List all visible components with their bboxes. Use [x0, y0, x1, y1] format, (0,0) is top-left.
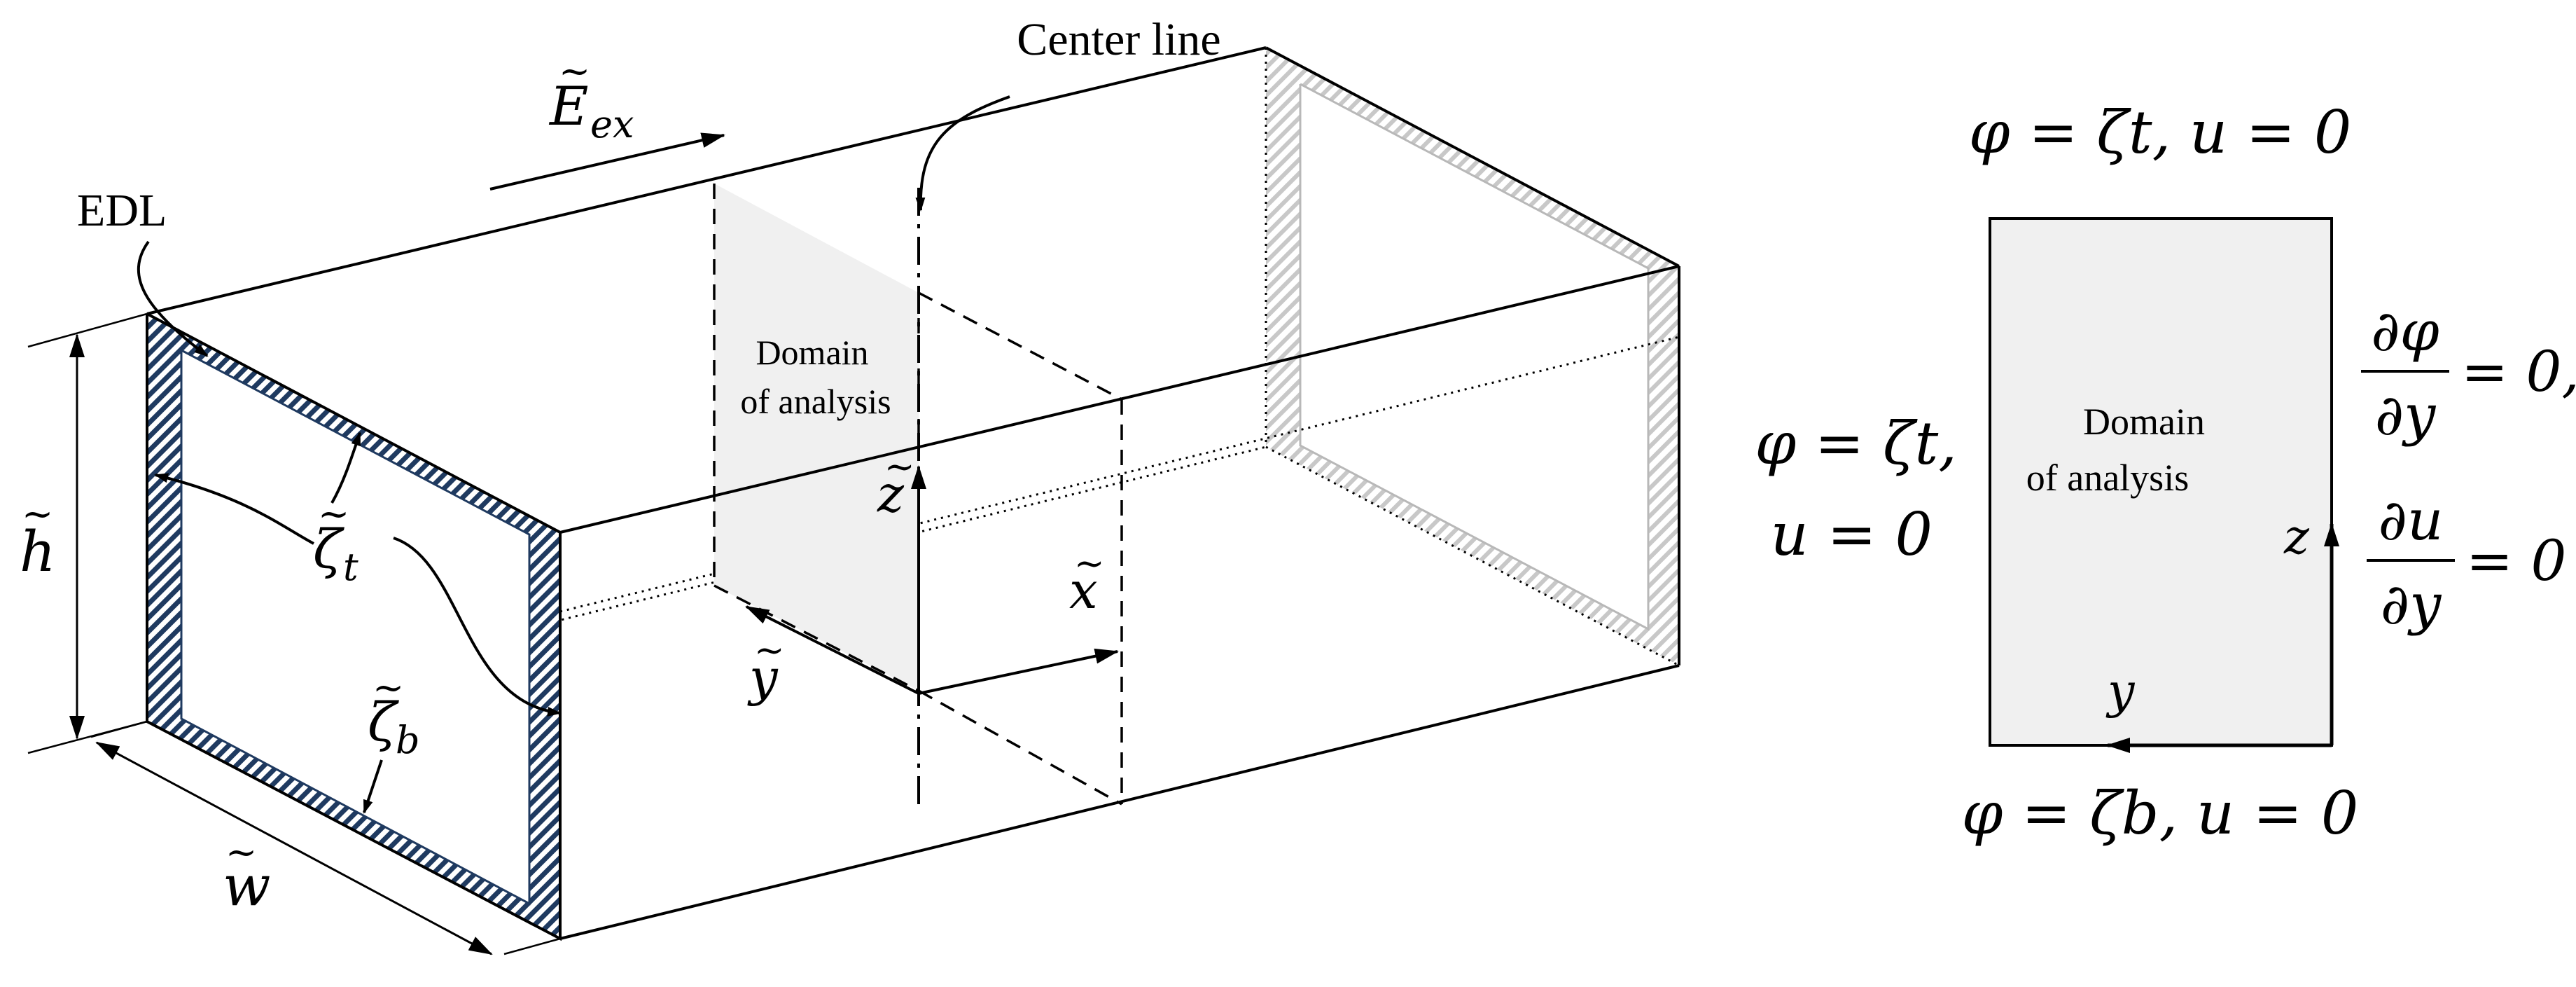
bc-top: φ = ζt, u = 0 — [1969, 98, 2352, 167]
domain-2d-z-label: z — [2283, 510, 2310, 565]
h-tilde: ~ — [22, 492, 53, 536]
edl-leader — [137, 240, 209, 357]
z-axis-label: z — [877, 464, 905, 523]
y-axis-tilde: ~ — [754, 630, 785, 672]
edl-label: EDL — [77, 185, 167, 236]
bc-right-dphi-rhs: = 0, — [2461, 339, 2576, 404]
bc-left-line1: φ = ζt, — [1755, 409, 1957, 478]
domain-2d-label-line2: of analysis — [2026, 457, 2189, 499]
domain-2d-rect — [1989, 217, 2333, 747]
bc-right-dphi-denominator: ∂y — [2375, 382, 2437, 448]
center-line-label: Center line — [1017, 14, 1220, 65]
h-extension-top — [27, 312, 148, 348]
zeta-t-subscript: t — [343, 545, 358, 589]
domain-2d-y-label: y — [2105, 664, 2136, 719]
x-axis-arrow — [918, 648, 1119, 695]
domain-2d: Domain of analysis z y φ = ζt, u = 0 φ =… — [1755, 98, 2576, 848]
domain-2d-label-line1: Domain — [2083, 401, 2205, 443]
center-line-leader — [915, 95, 1010, 212]
x-axis-tilde: ~ — [1074, 543, 1105, 585]
h-symbol: h — [20, 519, 56, 584]
front-edl-frame — [146, 312, 562, 941]
w-symbol: w — [223, 853, 270, 918]
top-left-edge — [146, 46, 1267, 315]
y-axis-label: y — [747, 648, 779, 707]
zeta-t-symbol: ζ — [313, 518, 344, 580]
hidden-center-line-edge — [559, 336, 1680, 613]
mid-plane-bottom-edge — [918, 689, 1122, 806]
bc-right-dphi-numerator: ∂φ — [2371, 298, 2439, 364]
channel-3d: Center line z ~ x ~ y ~ Domain of analys… — [20, 14, 1680, 955]
top-front-edge — [559, 265, 1680, 534]
bc-right-du-denominator: ∂y — [2381, 572, 2442, 637]
bottom-front-edge — [559, 664, 1680, 940]
hidden-back-bottom-edge — [146, 446, 1267, 723]
bc-right-du-numerator: ∂u — [2379, 488, 2444, 553]
domain-plane — [714, 184, 919, 691]
w-dimension-arrow — [95, 741, 493, 955]
domain-3d-label-line2: of analysis — [740, 382, 891, 421]
field-tilde: ~ — [559, 49, 590, 93]
w-tilde: ~ — [225, 830, 257, 874]
mid-plane-top-edge — [918, 291, 1122, 401]
y-axis-arrow — [745, 605, 919, 695]
x-axis-label: x — [1069, 561, 1098, 620]
w-extension-right — [503, 937, 561, 955]
bc-right-du-rhs: = 0 — [2466, 528, 2566, 593]
bc-bottom: φ = ζb, u = 0 — [1962, 779, 2359, 848]
zeta-b-subscript: b — [396, 718, 420, 762]
w-extension-left — [90, 720, 148, 738]
domain-bottom-edge — [713, 584, 919, 692]
far-edl-frame — [1265, 48, 1680, 667]
z-axis-tilde: ~ — [884, 446, 915, 488]
domain-3d-label-line1: Domain — [756, 333, 868, 372]
top-back-edge — [1265, 46, 1680, 268]
zeta-t-leader-left — [154, 473, 314, 545]
field-symbol: E — [548, 75, 588, 137]
field-subscript: ex — [590, 102, 634, 146]
field-arrow — [489, 132, 725, 191]
zeta-t-leader-top — [330, 432, 361, 504]
bc-left-line2: u = 0 — [1771, 500, 1933, 569]
zeta-b-tilde: ~ — [373, 665, 404, 710]
zeta-t-leader-right — [393, 537, 562, 717]
